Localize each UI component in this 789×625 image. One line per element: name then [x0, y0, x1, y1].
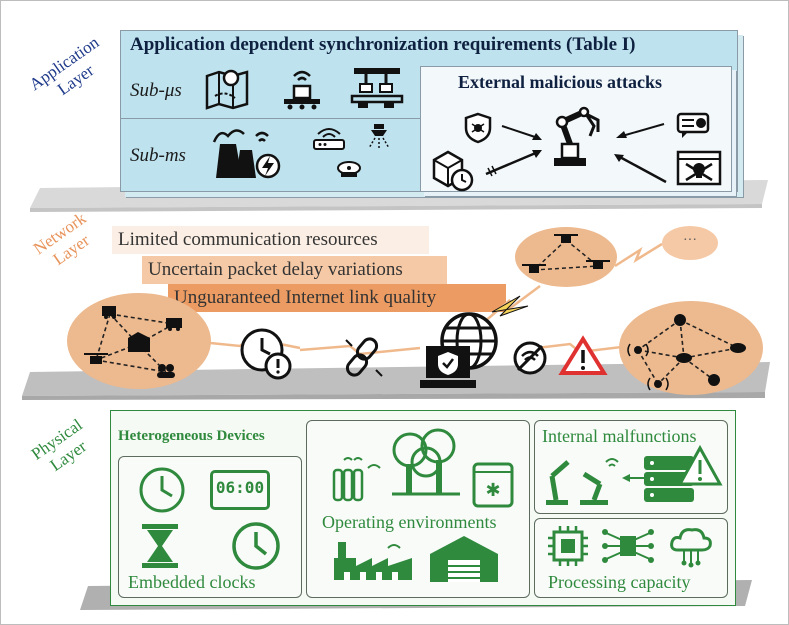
right-device-network	[619, 301, 763, 395]
processing-capacity-label: Processing capacity	[548, 572, 691, 592]
smoke-detector-icon	[676, 353, 692, 363]
chat-alert-icon	[676, 112, 710, 138]
left-device-network	[67, 293, 211, 389]
drone-icon	[84, 353, 108, 364]
conveyor-robot-icon	[284, 70, 320, 110]
heterogeneous-devices-title: Heterogeneous Devices	[118, 428, 265, 444]
shield-bug-icon	[464, 112, 492, 144]
clock-alert-icon	[240, 328, 292, 380]
package-clock-icon	[432, 150, 474, 192]
power-plant-icon	[212, 129, 281, 179]
digital-clock-digits: 06:00	[215, 478, 265, 497]
truck-icon	[102, 306, 116, 319]
application-title: Application dependent synchronization re…	[130, 34, 636, 55]
digital-clock-icon	[210, 470, 270, 510]
arrow-icon	[616, 123, 665, 138]
truck-icon	[166, 318, 182, 331]
laptop-shield-icon	[420, 346, 476, 388]
external-attacks-title: External malicious attacks	[458, 72, 662, 92]
internal-malfunctions-label: Internal malfunctions	[542, 426, 697, 446]
freezer-icon: ✱	[472, 462, 514, 508]
sensor-icon	[627, 343, 649, 357]
router-icon	[313, 128, 345, 150]
smoke-detector-icon	[730, 343, 746, 353]
more-networks-ellipse	[662, 226, 718, 260]
sub-ms-label: Sub-ms	[130, 145, 186, 166]
forest-icon	[392, 428, 460, 496]
cpu-chip-icon	[548, 526, 588, 566]
radiator-icon	[332, 457, 381, 502]
warehouse-building-icon	[430, 536, 498, 582]
server-alert-icon	[622, 444, 723, 502]
network-issue-3: Unguaranteed Internet link quality	[168, 284, 506, 312]
cloud-circuit-icon	[670, 528, 712, 568]
broken-link-icon	[345, 337, 383, 377]
map-pin-icon	[205, 69, 249, 110]
embedded-clocks-label: Embedded clocks	[128, 572, 256, 592]
arrow-icon	[501, 125, 542, 140]
robot-arms-icon	[546, 458, 619, 505]
thermometer-icon	[708, 374, 720, 386]
sub-us-label: Sub-μs	[130, 80, 182, 101]
network-issue-2: Uncertain packet delay variations	[142, 256, 447, 284]
drone-icon	[554, 234, 578, 243]
sensor-icon	[647, 377, 669, 391]
sprinkler-icon	[368, 124, 390, 149]
network-issue-1: Limited communication resources	[112, 226, 429, 254]
neural-chip-icon	[602, 529, 654, 563]
no-signal-icon	[513, 341, 547, 375]
hourglass-icon	[142, 524, 178, 568]
skull-browser-icon	[676, 150, 722, 186]
smoke-detector-icon	[337, 161, 361, 177]
drone-icon	[586, 260, 610, 269]
operating-environments-label: Operating environments	[322, 512, 497, 532]
factory-icon	[334, 542, 412, 580]
sub-divider	[121, 118, 420, 119]
analog-clock-icon	[139, 467, 185, 513]
arrow-icon	[485, 150, 542, 177]
more-networks-ellipsis: ···	[683, 233, 697, 248]
factory-line-icon	[350, 68, 404, 108]
people-icon	[157, 364, 175, 378]
drone-icon	[522, 264, 546, 273]
warehouse-icon	[128, 332, 150, 352]
svg-text:✱: ✱	[485, 480, 500, 501]
arrow-icon	[614, 154, 667, 184]
drone-network	[515, 227, 617, 287]
wall-clock-icon	[232, 522, 280, 570]
robot-arm-icon	[554, 106, 600, 166]
thermometer-icon	[674, 314, 686, 326]
warning-icon	[558, 335, 608, 375]
